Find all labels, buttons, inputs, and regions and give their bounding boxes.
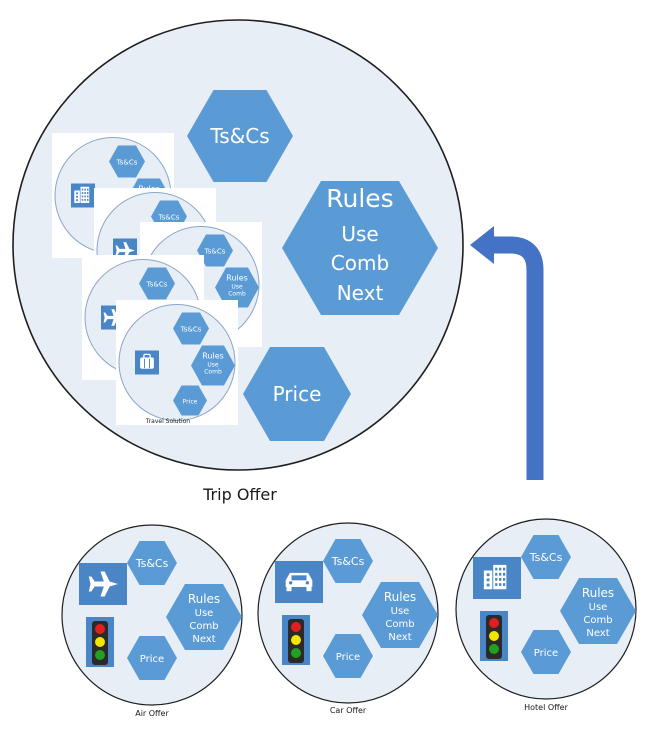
air-offer-label: Air Offer (135, 709, 169, 718)
price-label: Price (273, 382, 322, 406)
offers-row: Ts&CsRulesUseCombNextPriceTs&CsRulesUseC… (61, 518, 637, 706)
airplane-icon (115, 242, 135, 259)
luggage-icon (140, 353, 154, 369)
offer-comb-label: Comb (385, 619, 414, 630)
offer-price-hexagon (323, 634, 373, 678)
offer-comb-label: Comb (583, 615, 612, 626)
mini-use-label: Use (207, 362, 219, 369)
offer-tscs-label: Ts&Cs (529, 551, 563, 564)
offer-tscs-hexagon (323, 539, 373, 583)
traffic-light-icon (86, 617, 114, 667)
offer-rules-label: Rules (188, 592, 220, 606)
rules-label: Rules (326, 184, 393, 213)
offer-rules-label: Rules (582, 586, 614, 600)
offer-use-label: Use (391, 606, 410, 617)
mini-tscs-label: Ts&Cs (116, 159, 138, 167)
offer-tscs-hexagon (127, 541, 177, 585)
mini-use-label: Use (231, 284, 243, 291)
traffic-light-icon (282, 615, 310, 665)
trip-offer-label: Trip Offer (202, 485, 277, 504)
offer-price-label: Price (140, 654, 164, 665)
airplane-icon (88, 571, 118, 597)
offer-price-hexagon (127, 636, 177, 680)
mini-tscs-label: Ts&Cs (180, 326, 202, 334)
offer-rules-hexagon (560, 578, 636, 644)
travel-solution-label: Travel Solution (145, 418, 190, 425)
offer-price-hexagon (521, 630, 571, 674)
offer-tscs-hexagon (521, 535, 571, 579)
rules-use-label: Use (341, 222, 378, 246)
mini-comb-label: Comb (228, 291, 246, 298)
return-arrow (470, 226, 544, 480)
offer-next-label: Next (586, 628, 609, 639)
airplane-icon (103, 309, 123, 326)
car-offer-label: Car Offer (330, 706, 367, 715)
offer-next-label: Next (388, 632, 411, 643)
rules-comb-label: Comb (331, 251, 389, 275)
travel-solution-stack: Ts&CsRulesUseCombPriceTs&CsRulesUseCombP… (52, 133, 262, 425)
offer-comb-label: Comb (189, 621, 218, 632)
offer-rules-hexagon (166, 584, 242, 650)
rules-hexagon: Rules Use Comb Next (282, 181, 438, 315)
mini-comb-label: Comb (204, 369, 222, 376)
offer-price-label: Price (534, 648, 558, 659)
offer-rules-hexagon (362, 582, 438, 648)
rules-next-label: Next (337, 281, 384, 305)
offer-rules-label: Rules (384, 590, 416, 604)
mini-tscs-label: Ts&Cs (158, 214, 180, 222)
offer-use-label: Use (195, 608, 214, 619)
car-icon (285, 572, 313, 592)
building-icon (483, 564, 507, 590)
tscs-hexagon: Ts&Cs (187, 90, 293, 182)
mini-tscs-label: Ts&Cs (204, 248, 226, 256)
price-hexagon: Price (243, 347, 351, 441)
mini-price-label: Price (183, 399, 198, 406)
offer-tscs-label: Ts&Cs (331, 555, 365, 568)
mini-tscs-label: Ts&Cs (146, 281, 168, 289)
tscs-label: Ts&Cs (209, 124, 269, 148)
offer-next-label: Next (192, 634, 215, 645)
offer-price-label: Price (336, 652, 360, 663)
traffic-light-icon (480, 611, 508, 661)
mini-rules-label: Rules (226, 274, 248, 283)
mini-rules-label: Rules (202, 352, 224, 361)
offer-use-label: Use (589, 602, 608, 613)
building-icon (74, 186, 90, 203)
offer-tscs-label: Ts&Cs (135, 557, 169, 570)
hotel-offer-label: Hotel Offer (524, 703, 568, 712)
